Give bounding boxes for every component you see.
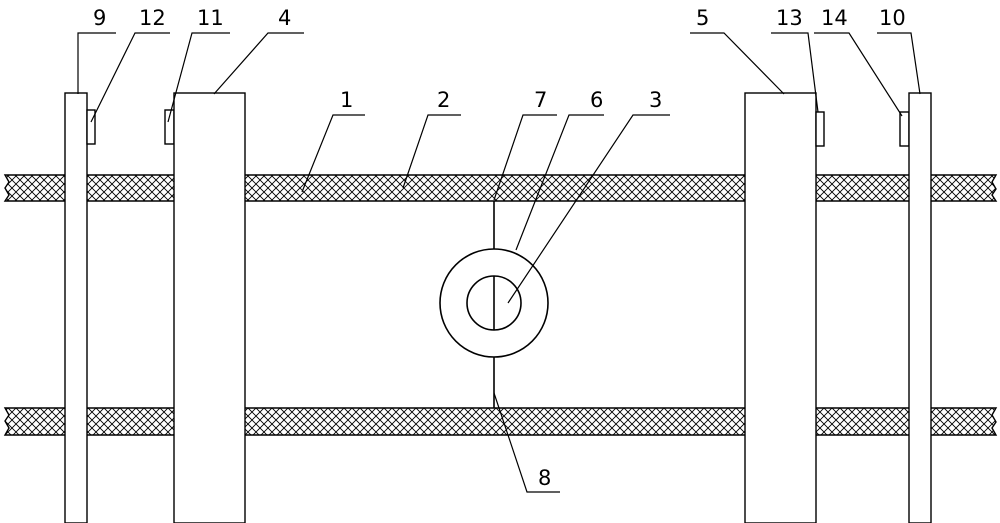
label-3: 3	[649, 88, 662, 112]
post-right-outer	[908, 92, 932, 523]
label-12: 12	[139, 6, 166, 30]
label-10: 10	[879, 6, 906, 30]
post-left-wide	[173, 92, 246, 523]
label-7: 7	[534, 88, 547, 112]
label-14: 14	[821, 6, 848, 30]
label-8: 8	[538, 466, 551, 490]
label-9: 9	[93, 6, 106, 30]
block-12	[86, 109, 96, 145]
label-11: 11	[197, 6, 224, 30]
label-6: 6	[590, 88, 603, 112]
block-13	[815, 111, 825, 147]
label-5: 5	[696, 6, 709, 30]
upper-rail	[3, 174, 998, 202]
label-13: 13	[776, 6, 803, 30]
label-4: 4	[278, 6, 291, 30]
label-1: 1	[340, 88, 353, 112]
block-14	[899, 111, 910, 147]
label-2: 2	[437, 88, 450, 112]
post-right-wide	[744, 92, 817, 523]
leader-lines	[77, 32, 921, 493]
post-left-outer	[64, 92, 88, 523]
